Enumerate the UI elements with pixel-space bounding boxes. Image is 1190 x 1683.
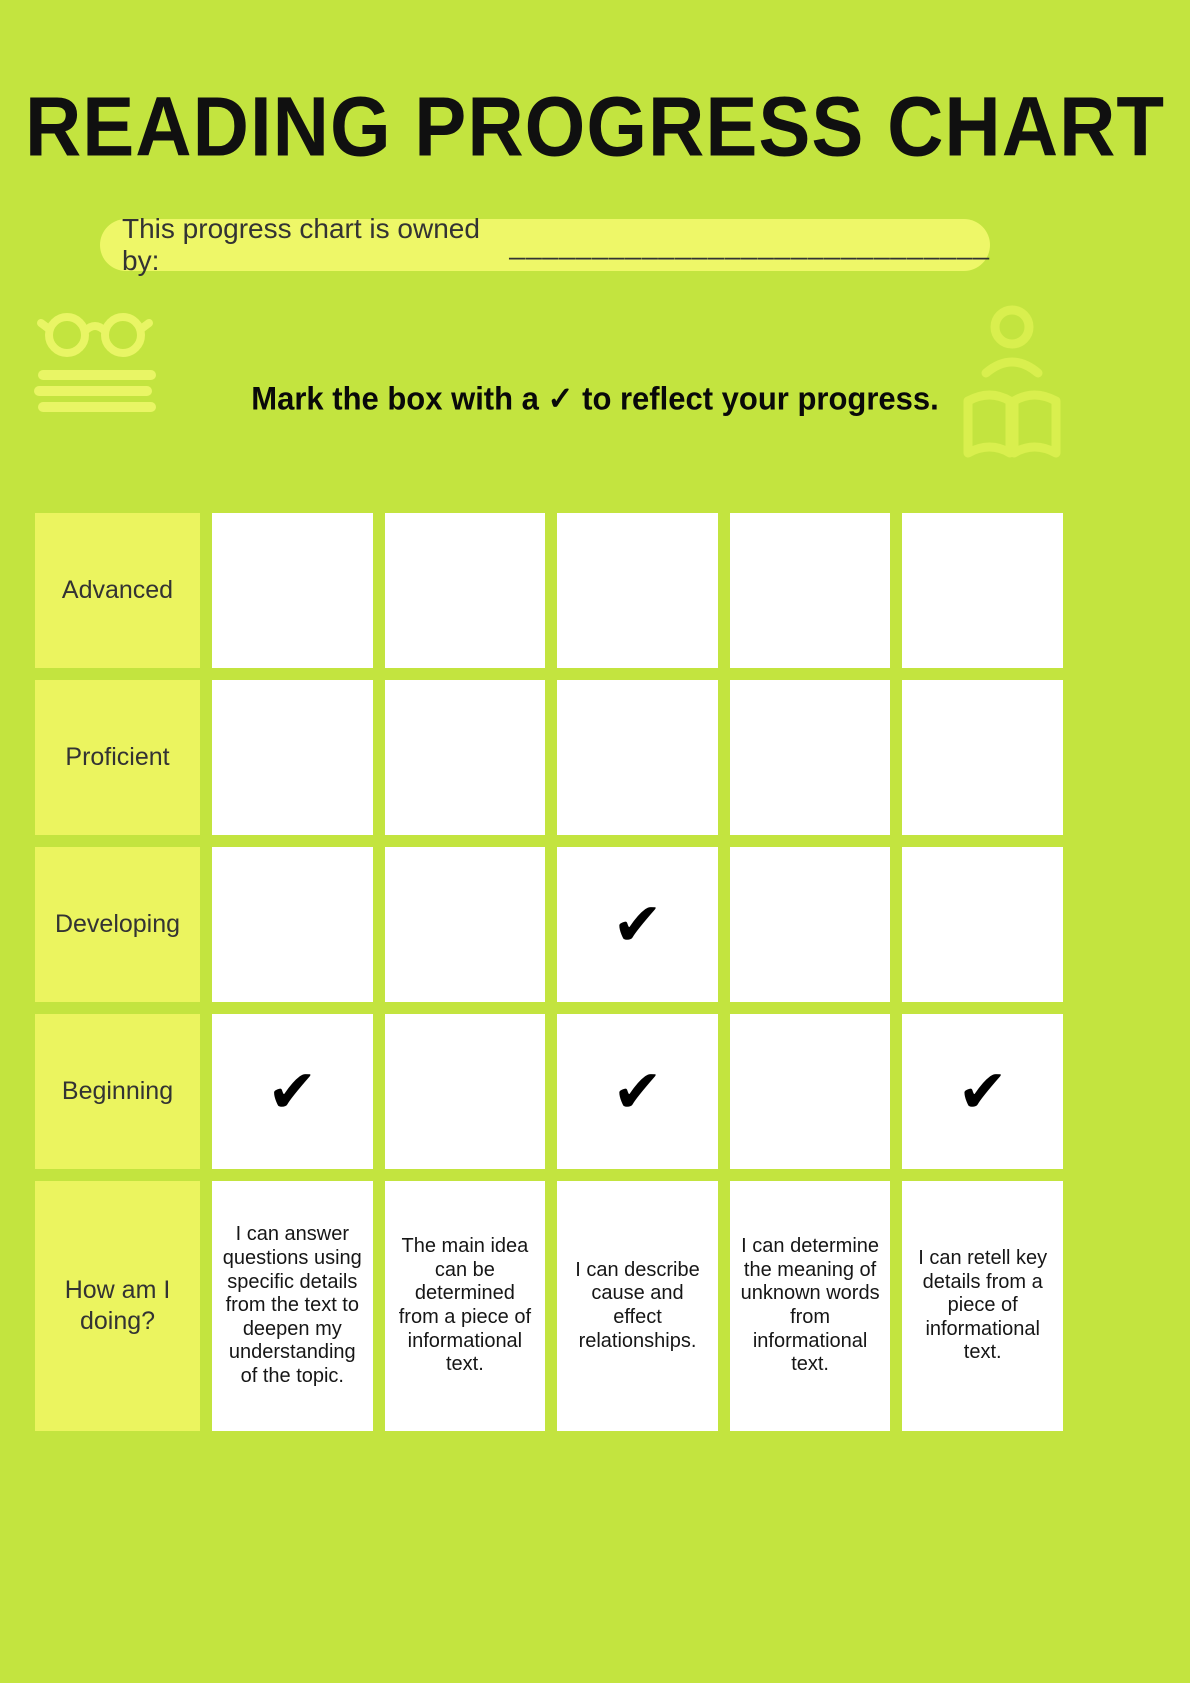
mark-cell-proficient-2[interactable] bbox=[384, 680, 546, 835]
mark-cell-developing-5[interactable] bbox=[902, 847, 1063, 1002]
owner-label: This progress chart is owned by: bbox=[122, 213, 480, 276]
mark-cell-developing-2[interactable] bbox=[384, 847, 546, 1002]
mark-cell-developing-1[interactable] bbox=[212, 847, 373, 1002]
checkmark: ✔ bbox=[267, 1056, 318, 1127]
instruction-text: Mark the box with a ✓ to reflect your pr… bbox=[251, 380, 939, 417]
mark-cell-beginning-2[interactable] bbox=[384, 1014, 546, 1169]
row-label-advanced: Advanced bbox=[35, 513, 200, 668]
mark-cell-developing-4[interactable] bbox=[729, 847, 891, 1002]
description-cell-3: I can describe cause and effect relation… bbox=[557, 1181, 718, 1431]
owner-pill: This progress chart is owned by: ________… bbox=[100, 213, 990, 276]
row-label-developing: Developing bbox=[35, 847, 200, 1002]
mark-cell-beginning-1[interactable]: ✔ bbox=[212, 1014, 373, 1169]
instruction-band: Mark the box with a ✓ to reflect your pr… bbox=[0, 305, 1190, 505]
description-cell-4: I can determine the meaning of unknown w… bbox=[729, 1181, 891, 1431]
checkmark: ✔ bbox=[612, 1056, 663, 1127]
checkmark: ✔ bbox=[957, 1056, 1008, 1127]
mark-cell-beginning-3[interactable]: ✔ bbox=[557, 1014, 718, 1169]
mark-cell-developing-3[interactable]: ✔ bbox=[557, 847, 718, 1002]
checkmark: ✔ bbox=[612, 889, 663, 960]
description-cell-5: I can retell key details from a piece of… bbox=[902, 1181, 1063, 1431]
progress-table: Advanced Proficient Developing ✔ Beginni… bbox=[35, 513, 1063, 1431]
mark-cell-proficient-3[interactable] bbox=[557, 680, 718, 835]
mark-cell-advanced-3[interactable] bbox=[557, 513, 718, 668]
row-label-beginning: Beginning bbox=[35, 1014, 200, 1169]
mark-cell-advanced-1[interactable] bbox=[212, 513, 373, 668]
description-cell-2: The main idea can be determined from a p… bbox=[384, 1181, 546, 1431]
mark-cell-advanced-2[interactable] bbox=[384, 513, 546, 668]
row-label-how-am-i-doing: How am I doing? bbox=[35, 1181, 200, 1431]
owner-blank-line: _____________________________ bbox=[509, 229, 990, 260]
mark-cell-beginning-4[interactable] bbox=[729, 1014, 891, 1169]
page-title: READING PROGRESS CHART bbox=[24, 78, 1166, 174]
row-label-proficient: Proficient bbox=[35, 680, 200, 835]
mark-cell-beginning-5[interactable]: ✔ bbox=[902, 1014, 1063, 1169]
description-cell-1: I can answer questions using specific de… bbox=[212, 1181, 373, 1431]
mark-cell-proficient-1[interactable] bbox=[212, 680, 373, 835]
mark-cell-advanced-5[interactable] bbox=[902, 513, 1063, 668]
mark-cell-proficient-4[interactable] bbox=[729, 680, 891, 835]
glasses-over-books-icon bbox=[33, 309, 159, 419]
mark-cell-proficient-5[interactable] bbox=[902, 680, 1063, 835]
person-reading-book-icon bbox=[956, 301, 1068, 473]
mark-cell-advanced-4[interactable] bbox=[729, 513, 891, 668]
